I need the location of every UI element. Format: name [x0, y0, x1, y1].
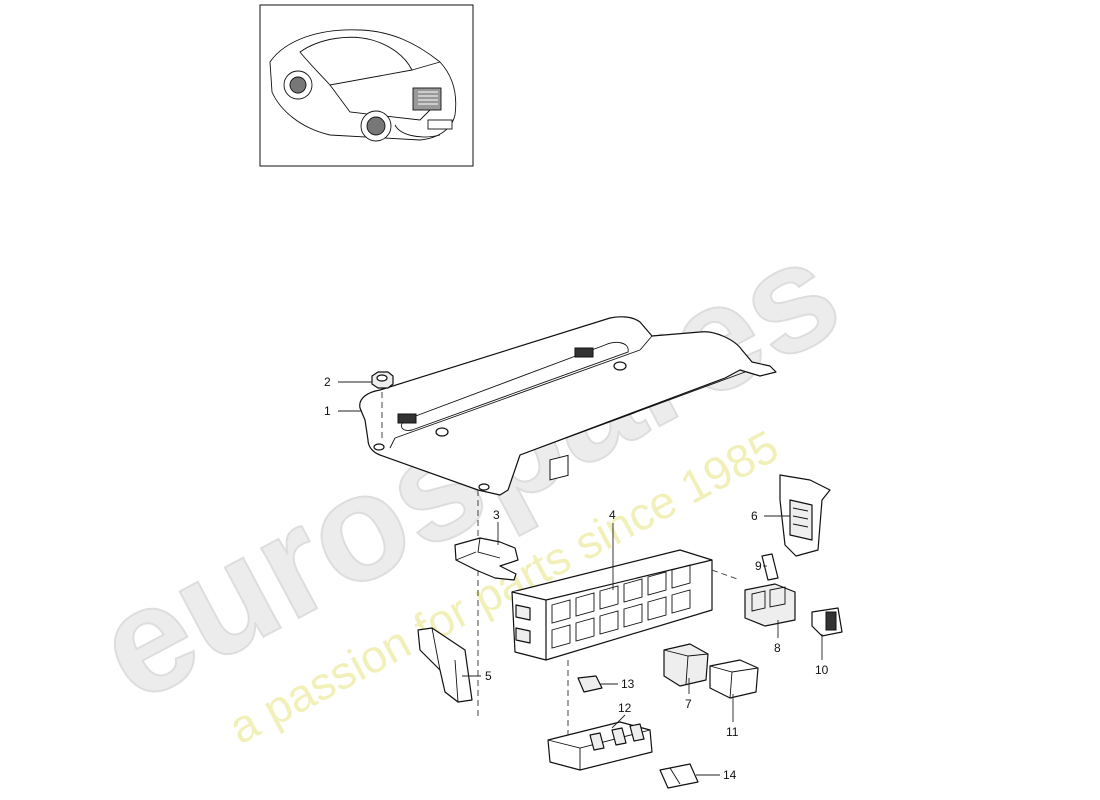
leader-12	[611, 714, 626, 729]
part-12-fuse-box	[547, 721, 653, 771]
part-4-relay-carrier	[511, 454, 713, 661]
part-5-cover	[417, 627, 473, 703]
part-14-fuse	[659, 763, 699, 789]
callout-7[interactable]: 7	[685, 697, 692, 711]
callout-8[interactable]: 8	[774, 641, 781, 655]
callout-leaders	[338, 381, 823, 776]
part-13-small-relay	[577, 675, 603, 693]
callout-3[interactable]: 3	[493, 508, 500, 522]
callout-1[interactable]: 1	[324, 404, 331, 418]
part-6-side-cover	[779, 474, 831, 557]
part-3-bracket	[454, 537, 519, 581]
callout-13[interactable]: 13	[621, 677, 635, 691]
callout-labels: 1 2 3 4 5 6 7 8 9 10 11 12 13 14	[324, 375, 829, 782]
callout-12[interactable]: 12	[618, 701, 632, 715]
callout-4[interactable]: 4	[609, 508, 616, 522]
part-11-relay	[709, 659, 759, 699]
part-1-plate	[359, 316, 777, 496]
part-9-clip	[761, 553, 779, 581]
callout-2[interactable]: 2	[324, 375, 331, 389]
part-7-relay	[663, 643, 709, 687]
part-2-nut	[371, 371, 394, 389]
part-8-socket	[744, 583, 796, 627]
callout-5[interactable]: 5	[485, 669, 492, 683]
callout-9[interactable]: 9	[755, 559, 762, 573]
callout-10[interactable]: 10	[815, 663, 829, 677]
callout-11[interactable]: 11	[726, 725, 739, 739]
part-10-holder	[811, 607, 843, 637]
callout-6[interactable]: 6	[751, 509, 758, 523]
thumbnail-frame	[259, 4, 474, 167]
callout-14[interactable]: 14	[723, 768, 737, 782]
porsche-911-coupe-rear-view-icon	[269, 29, 457, 142]
